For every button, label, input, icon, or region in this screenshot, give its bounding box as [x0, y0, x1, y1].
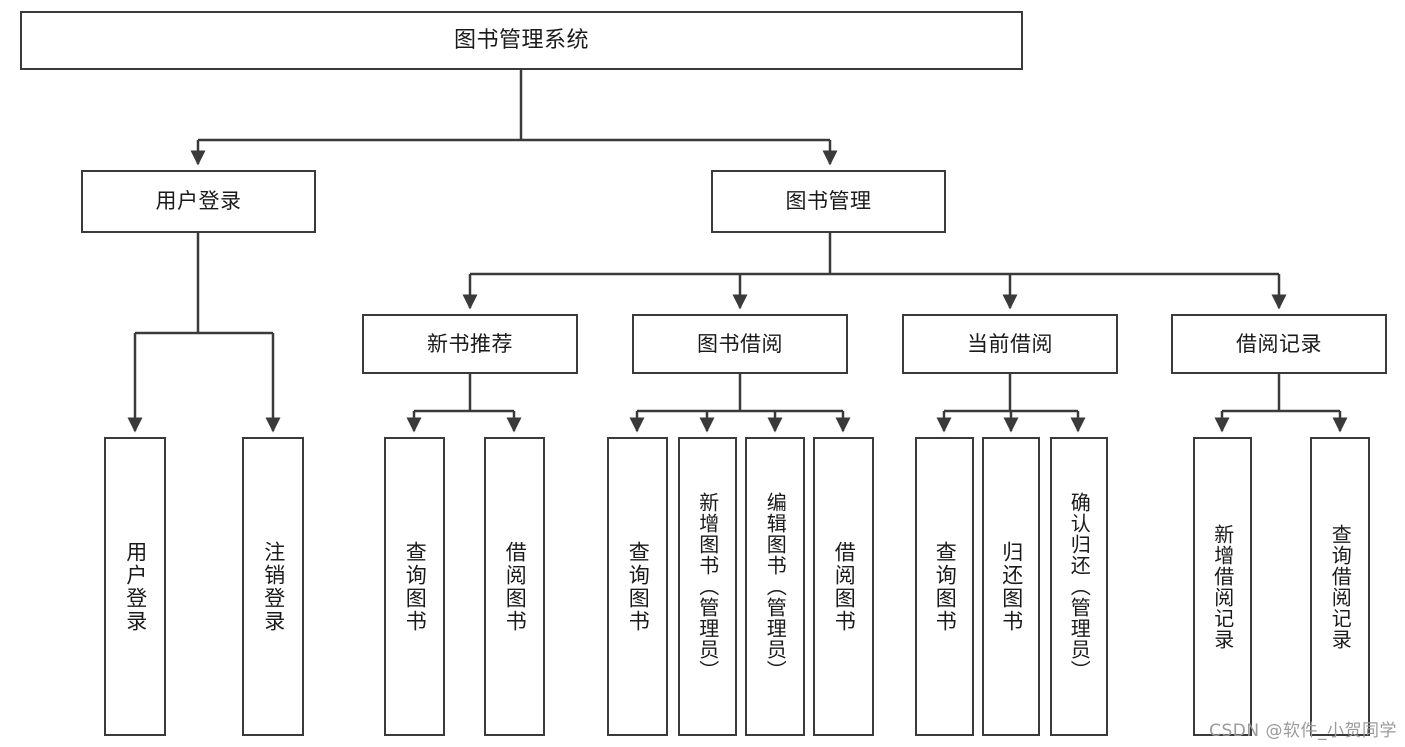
node-leaf-user-login[interactable]: 用户登录: [104, 437, 166, 736]
node-current-borrow[interactable]: 当前借阅: [902, 314, 1118, 374]
node-leaf-query-book-2-label: 查询图书: [626, 540, 651, 633]
node-leaf-edit-book[interactable]: 编辑图书（管理员）: [745, 437, 805, 736]
node-leaf-add-book-label: 新增图书（管理员）: [695, 492, 720, 681]
node-book-borrow[interactable]: 图书借阅: [632, 314, 848, 374]
watermark-text: CSDN @软件_小贺同学: [1209, 721, 1397, 741]
node-leaf-query-book-1[interactable]: 查询图书: [384, 437, 445, 736]
node-root-label: 图书管理系统: [453, 27, 589, 53]
node-leaf-logout-login[interactable]: 注销登录: [242, 437, 304, 736]
node-leaf-logout-login-label: 注销登录: [261, 540, 286, 633]
node-leaf-query-book-3-label: 查询图书: [933, 540, 958, 633]
node-new-book-recommend-label: 新书推荐: [427, 331, 513, 356]
node-leaf-borrow-book-2-label: 借阅图书: [832, 540, 857, 633]
node-borrow-record[interactable]: 借阅记录: [1171, 314, 1387, 374]
node-book-borrow-label: 图书借阅: [697, 331, 783, 356]
node-leaf-query-borrow-record-label: 查询借阅记录: [1328, 523, 1353, 650]
node-leaf-borrow-book-1-label: 借阅图书: [503, 540, 528, 633]
node-leaf-borrow-book-2[interactable]: 借阅图书: [813, 437, 874, 736]
node-book-manage-label: 图书管理: [785, 189, 872, 214]
node-leaf-add-book[interactable]: 新增图书（管理员）: [678, 437, 737, 736]
node-leaf-user-login-label: 用户登录: [123, 540, 148, 633]
node-borrow-record-label: 借阅记录: [1236, 331, 1322, 356]
node-current-borrow-label: 当前借阅: [967, 331, 1053, 356]
node-leaf-query-book-3[interactable]: 查询图书: [915, 437, 974, 736]
node-user-login-label: 用户登录: [155, 189, 242, 214]
node-leaf-confirm-return[interactable]: 确认归还（管理员）: [1050, 437, 1108, 736]
node-leaf-query-borrow-record[interactable]: 查询借阅记录: [1310, 437, 1370, 736]
node-book-manage[interactable]: 图书管理: [711, 170, 946, 233]
node-user-login[interactable]: 用户登录: [81, 170, 316, 233]
node-leaf-query-book-1-label: 查询图书: [403, 540, 428, 633]
node-leaf-query-book-2[interactable]: 查询图书: [607, 437, 668, 736]
node-new-book-recommend[interactable]: 新书推荐: [362, 314, 578, 374]
node-leaf-confirm-return-label: 确认归还（管理员）: [1067, 492, 1092, 681]
node-leaf-edit-book-label: 编辑图书（管理员）: [763, 492, 788, 681]
node-leaf-add-borrow-record-label: 新增借阅记录: [1210, 523, 1235, 650]
node-leaf-add-borrow-record[interactable]: 新增借阅记录: [1193, 437, 1252, 736]
node-leaf-return-book-label: 归还图书: [999, 540, 1024, 633]
node-leaf-return-book[interactable]: 归还图书: [982, 437, 1040, 736]
node-root[interactable]: 图书管理系统: [20, 11, 1023, 70]
node-leaf-borrow-book-1[interactable]: 借阅图书: [484, 437, 545, 736]
